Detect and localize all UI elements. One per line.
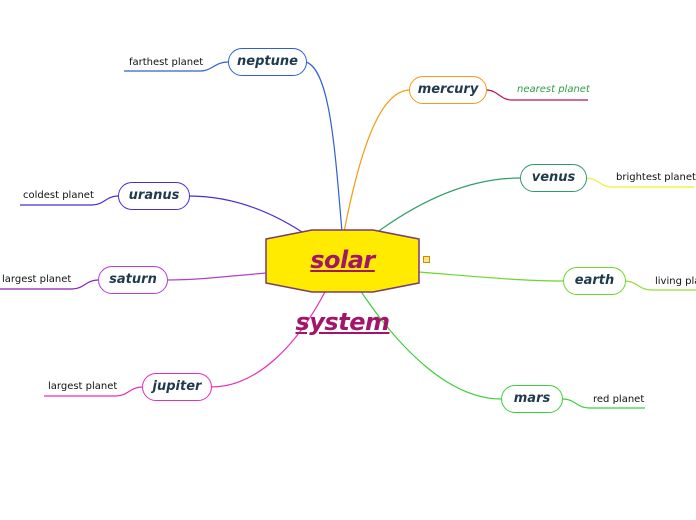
topic-saturn[interactable]: saturn <box>98 266 168 294</box>
note-living-planet[interactable]: living pla <box>655 276 696 287</box>
note-brightest-planet[interactable]: brightest planet <box>616 172 696 183</box>
topic-label: uranus <box>128 188 180 203</box>
connector-neptune <box>305 61 343 233</box>
note-connector-earth <box>624 280 696 291</box>
note-connector-mars <box>562 398 645 409</box>
note-largest-planet-saturn[interactable]: largest planet <box>2 274 72 285</box>
topic-label: earth <box>574 273 615 288</box>
note-red-planet[interactable]: red planet <box>593 394 645 405</box>
note-largest-planet-jupiter[interactable]: largest planet <box>48 381 118 392</box>
topic-label: mars <box>513 391 551 406</box>
topic-earth[interactable]: earth <box>563 267 626 295</box>
topic-label: venus <box>531 170 576 185</box>
external-link-icon[interactable] <box>423 256 430 263</box>
central-topic-label: solar system <box>295 246 390 336</box>
note-connector-uranus <box>20 195 119 206</box>
connector-earth <box>418 271 564 282</box>
topic-mercury[interactable]: mercury <box>409 76 487 104</box>
connector-venus <box>371 177 521 237</box>
topic-uranus[interactable]: uranus <box>118 182 190 210</box>
note-connector-neptune <box>124 61 229 72</box>
topic-label: saturn <box>109 272 157 287</box>
topic-venus[interactable]: venus <box>520 164 587 192</box>
topic-label: neptune <box>237 54 298 69</box>
topic-mars[interactable]: mars <box>501 385 563 413</box>
note-coldest-planet[interactable]: coldest planet <box>23 190 94 201</box>
connector-mars <box>359 289 502 400</box>
connector-uranus <box>188 195 309 237</box>
note-connector-venus <box>585 177 694 188</box>
note-connector-saturn <box>0 279 99 290</box>
note-nearest-planet[interactable]: nearest planet <box>517 84 590 95</box>
note-connector-jupiter <box>44 386 143 397</box>
topic-label: jupiter <box>152 379 202 394</box>
connector-jupiter <box>210 289 327 388</box>
note-farthest-planet[interactable]: farthest planet <box>129 57 204 68</box>
topic-jupiter[interactable]: jupiter <box>142 373 212 401</box>
note-connector-mercury <box>485 89 588 101</box>
connector-saturn <box>166 272 267 281</box>
topic-label: mercury <box>417 82 479 97</box>
central-topic[interactable]: solar system <box>264 229 421 336</box>
connector-mercury <box>343 89 411 233</box>
topic-neptune[interactable]: neptune <box>228 48 307 76</box>
